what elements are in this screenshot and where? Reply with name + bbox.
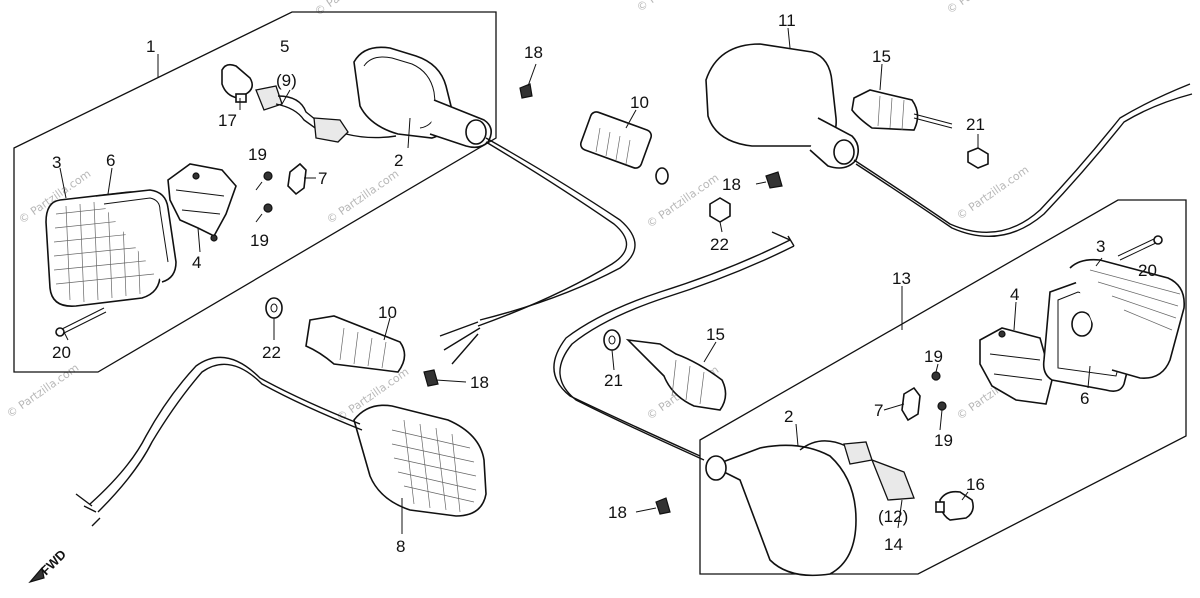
watermark: © Partzilla.com [312, 0, 389, 18]
screw-18-bottom [655, 497, 671, 515]
wiring-harness-left-rear [75, 356, 363, 527]
wiring-harness-right-rear [853, 83, 1193, 238]
callout-6-left: 6 [106, 151, 115, 170]
callout-21-right: 21 [966, 115, 985, 134]
bolt-right-20 [1117, 235, 1163, 261]
callout-8: 8 [396, 537, 405, 556]
callout-1: 1 [146, 37, 155, 56]
callout-15-mid: 15 [706, 325, 725, 344]
leader-lines [59, 27, 1103, 534]
screw-18-mid [423, 369, 439, 387]
callout-22-right: 22 [710, 235, 729, 254]
wiring-harness-left-front [439, 137, 636, 365]
callout-6-right: 6 [1080, 389, 1089, 408]
callout-18-bottom: 18 [608, 503, 627, 522]
callout-7-right: 7 [874, 401, 883, 420]
washer-21-mid [603, 329, 621, 351]
watermark: © Partzilla.com [644, 171, 721, 230]
bulb-socket-right [799, 440, 915, 501]
bulb-left [221, 63, 254, 103]
callout-5: 5 [280, 37, 289, 56]
screws-left-19 [255, 171, 273, 223]
callout-labels: 1 2 2 3 3 4 4 5 (9) 6 6 7 7 8 10 10 11 (… [52, 11, 1157, 556]
nut-22-right [709, 197, 731, 223]
watermark: © Partzilla.com [634, 0, 711, 14]
callout-19-left-bottom: 19 [250, 231, 269, 250]
resistor-15-mid [625, 338, 727, 411]
callout-22-left: 22 [262, 343, 281, 362]
callout-19-right-top: 19 [924, 347, 943, 366]
clip-right-7 [901, 386, 921, 422]
watermark: © Partzilla.com [954, 163, 1031, 222]
callout-9: (9) [276, 71, 297, 90]
clip-left-7 [287, 162, 307, 196]
screw-18-right [765, 171, 783, 189]
callout-7-left: 7 [318, 169, 327, 188]
resistor-10-top [579, 111, 669, 185]
watermark: © Partzilla.com [4, 361, 81, 420]
callout-18-mid: 18 [470, 373, 489, 392]
callout-15-right: 15 [872, 47, 891, 66]
housing-left-front [353, 46, 492, 149]
callout-12: (12) [878, 507, 908, 526]
watermark: © Partzilla.com [944, 0, 1021, 16]
socket-plate-left [167, 163, 237, 242]
washer-22-left [265, 297, 283, 319]
lens-right [1069, 258, 1185, 379]
callout-19-left-top: 19 [248, 145, 267, 164]
lens-gasket-left [95, 189, 177, 283]
assembly-frame-front-left [13, 11, 497, 373]
housing-right-front [705, 444, 857, 577]
housing-left-rear [353, 404, 487, 517]
callout-16: 16 [966, 475, 985, 494]
fwd-arrow: FWD [28, 547, 70, 584]
callout-3-right: 3 [1096, 237, 1105, 256]
resistor-15-right [851, 89, 953, 131]
callout-11: 11 [778, 11, 796, 30]
housing-right-rear [705, 43, 860, 169]
watermark: © Partzilla.com [324, 167, 401, 226]
callout-3-left: 3 [52, 153, 61, 172]
screw-18-top [519, 83, 533, 99]
wiring-harness-right-front [553, 231, 795, 461]
callout-10-left: 10 [378, 303, 397, 322]
assembly-frame-front-right [699, 199, 1187, 575]
callout-21-mid: 21 [604, 371, 623, 390]
callout-20-left: 20 [52, 343, 71, 362]
callout-10-top: 10 [630, 93, 649, 112]
callout-4-left: 4 [192, 253, 201, 272]
callout-13: 13 [892, 269, 911, 288]
callout-17: 17 [218, 111, 237, 130]
socket-plate-right [979, 327, 1053, 405]
nut-21-right [967, 147, 989, 169]
callout-14: 14 [884, 535, 903, 554]
callout-4-right: 4 [1010, 285, 1019, 304]
callout-18-right: 18 [722, 175, 741, 194]
callout-2-left: 2 [394, 151, 403, 170]
screws-right-19 [931, 371, 947, 411]
callout-18-top: 18 [524, 43, 543, 62]
resistor-10-left [305, 315, 406, 373]
fwd-label: FWD [38, 547, 70, 579]
callout-19-right-bottom: 19 [934, 431, 953, 450]
bulb-right [935, 490, 974, 521]
bulb-socket-left [255, 85, 397, 143]
callout-20-right: 20 [1138, 261, 1157, 280]
callout-2-right: 2 [784, 407, 793, 426]
bolt-left-20 [55, 307, 107, 337]
